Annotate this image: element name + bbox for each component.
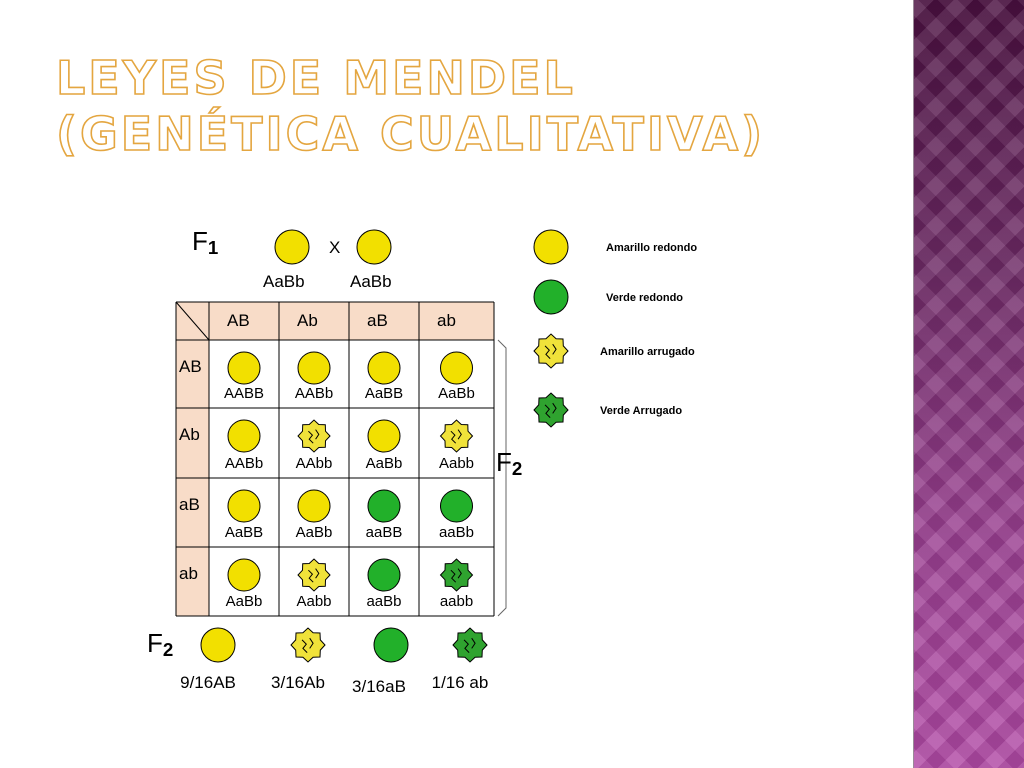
pea-icon xyxy=(227,419,261,453)
pea-icon xyxy=(440,351,473,385)
pea-icon xyxy=(440,489,473,523)
summary-pea-icon xyxy=(200,627,236,663)
corner-diagonal xyxy=(175,301,210,341)
legend-pea-icon xyxy=(533,333,569,369)
summary-pea-icon xyxy=(290,627,326,663)
cell-genotype: AaBB xyxy=(365,385,403,402)
pea-icon xyxy=(227,558,261,592)
legend-pea-icon xyxy=(533,229,569,265)
pea-icon xyxy=(227,489,261,523)
row-header-2: aB xyxy=(179,495,200,514)
cell-genotype: AaBB xyxy=(225,524,263,541)
cell-genotype: AaBb xyxy=(438,385,475,402)
pea-icon xyxy=(439,558,474,592)
pea-icon xyxy=(367,419,401,453)
parent-left-pea-icon xyxy=(274,229,310,265)
summary-pea-icon xyxy=(452,627,488,663)
header-row-fill xyxy=(176,302,494,340)
f2-side-label: F2 xyxy=(496,447,522,479)
col-header-3: ab xyxy=(437,311,456,330)
pea-icon xyxy=(367,351,401,385)
parent-right-pea-icon xyxy=(356,229,392,265)
legend-label-0: Amarillo redondo xyxy=(606,242,697,254)
cell-genotype: AABb xyxy=(225,455,263,472)
row-header-3: ab xyxy=(179,564,198,583)
pea-icon xyxy=(439,419,474,453)
cell-genotype: aabb xyxy=(440,593,473,610)
summary-label-1: 3/16Ab xyxy=(271,673,325,692)
f1-label: F1 xyxy=(192,226,218,258)
header-col-fill xyxy=(176,302,209,616)
f2-summary-label: F2 xyxy=(147,628,173,660)
row-header-1: Ab xyxy=(179,425,200,444)
pea-icon xyxy=(367,558,401,592)
slide-title: Leyes de Mendel (Genética Cualitativa) xyxy=(55,50,766,162)
cell-genotype: Aabb xyxy=(296,593,331,610)
cell-genotype: AaBb xyxy=(296,524,333,541)
decorative-side-panel xyxy=(913,0,1024,768)
summary-label-3: 1/16 ab xyxy=(432,673,489,692)
pea-icon xyxy=(297,558,331,592)
legend-label-2: Amarillo arrugado xyxy=(600,346,695,358)
cell-genotype: AAbb xyxy=(296,455,333,472)
cell-genotype: AABb xyxy=(295,385,333,402)
summary-label-2: 3/16aB xyxy=(352,677,406,696)
summary-label-0: 9/16AB xyxy=(180,673,236,692)
cell-genotype: AABB xyxy=(224,385,264,402)
col-header-1: Ab xyxy=(297,311,318,330)
pea-icon xyxy=(297,419,331,453)
f2-bracket xyxy=(497,339,507,617)
col-header-2: aB xyxy=(367,311,388,330)
legend-label-3: Verde Arrugado xyxy=(600,405,682,417)
legend-pea-icon xyxy=(533,279,569,315)
col-header-0: AB xyxy=(227,311,250,330)
pea-icon xyxy=(367,489,401,523)
cell-genotype: aaBb xyxy=(439,524,474,541)
cell-genotype: aaBb xyxy=(366,593,401,610)
pea-icon xyxy=(297,489,331,523)
cell-genotype: AaBb xyxy=(226,593,263,610)
legend-label-1: Verde redondo xyxy=(606,292,683,304)
row-header-0: AB xyxy=(179,357,202,376)
summary-pea-icon xyxy=(373,627,409,663)
pea-icon xyxy=(297,351,331,385)
parent-right-genotype: AaBb xyxy=(350,272,392,291)
cross-symbol: X xyxy=(329,238,340,257)
legend-pea-icon xyxy=(533,392,569,428)
cell-genotype: AaBb xyxy=(366,455,403,472)
parent-left-genotype: AaBb xyxy=(263,272,305,291)
cell-genotype: Aabb xyxy=(439,455,474,472)
pea-icon xyxy=(227,351,261,385)
cell-genotype: aaBB xyxy=(366,524,403,541)
